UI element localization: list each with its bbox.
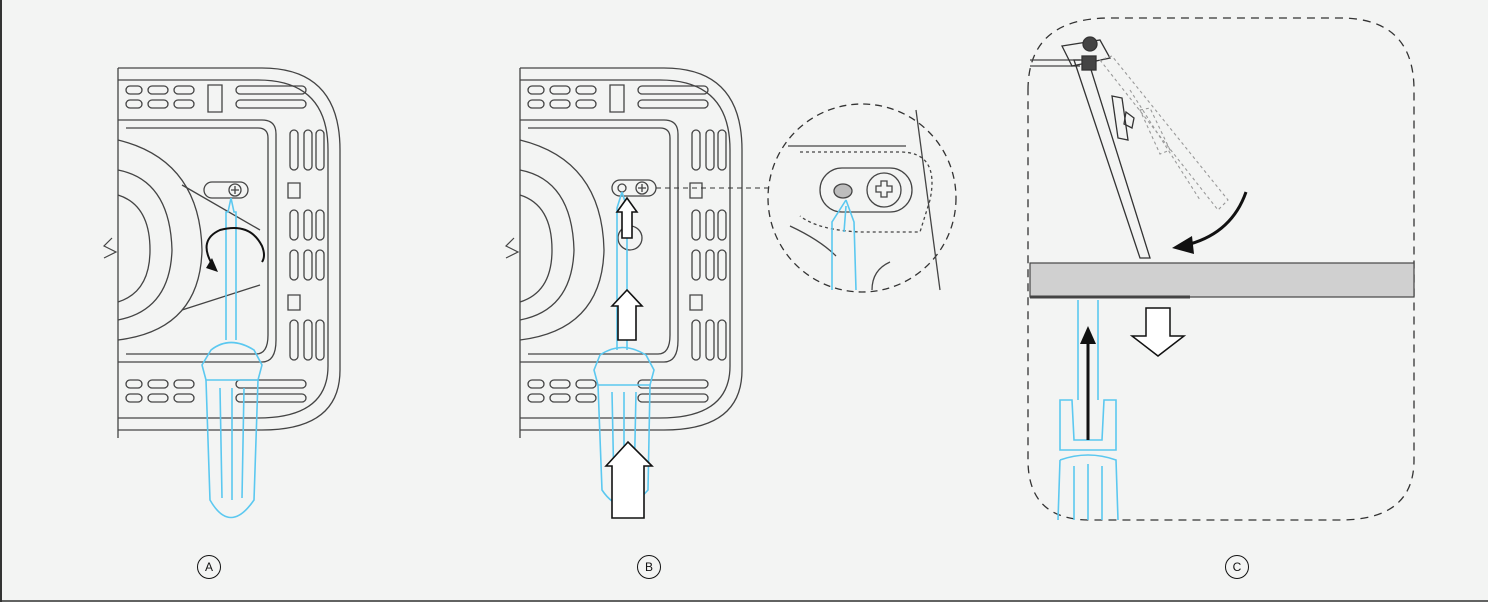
panel-b-bracket — [506, 68, 742, 438]
step-label-b: B — [637, 555, 661, 579]
panel-c-bracket-arm — [1062, 37, 1150, 258]
panel-b-push-arrows — [606, 198, 652, 518]
panel-b-zoom-detail — [768, 104, 956, 292]
step-label-a: A — [197, 555, 221, 579]
panel-a-bracket — [104, 68, 340, 438]
panel-c-curved-arrow — [1172, 192, 1246, 254]
panel-b-illustration — [506, 68, 956, 518]
panel-c-down-arrow — [1132, 308, 1184, 356]
panel-c-bracket-ghost — [1100, 56, 1228, 210]
panel-c-illustration — [1028, 18, 1414, 520]
step-label-c: C — [1225, 555, 1249, 579]
panel-a-illustration — [104, 68, 340, 518]
panel-c-up-arrow — [1080, 326, 1096, 440]
panel-a-screwdriver — [202, 198, 262, 518]
panel-c-ceiling-panel — [1030, 263, 1414, 297]
panel-a-rotation-arrow — [206, 228, 264, 272]
